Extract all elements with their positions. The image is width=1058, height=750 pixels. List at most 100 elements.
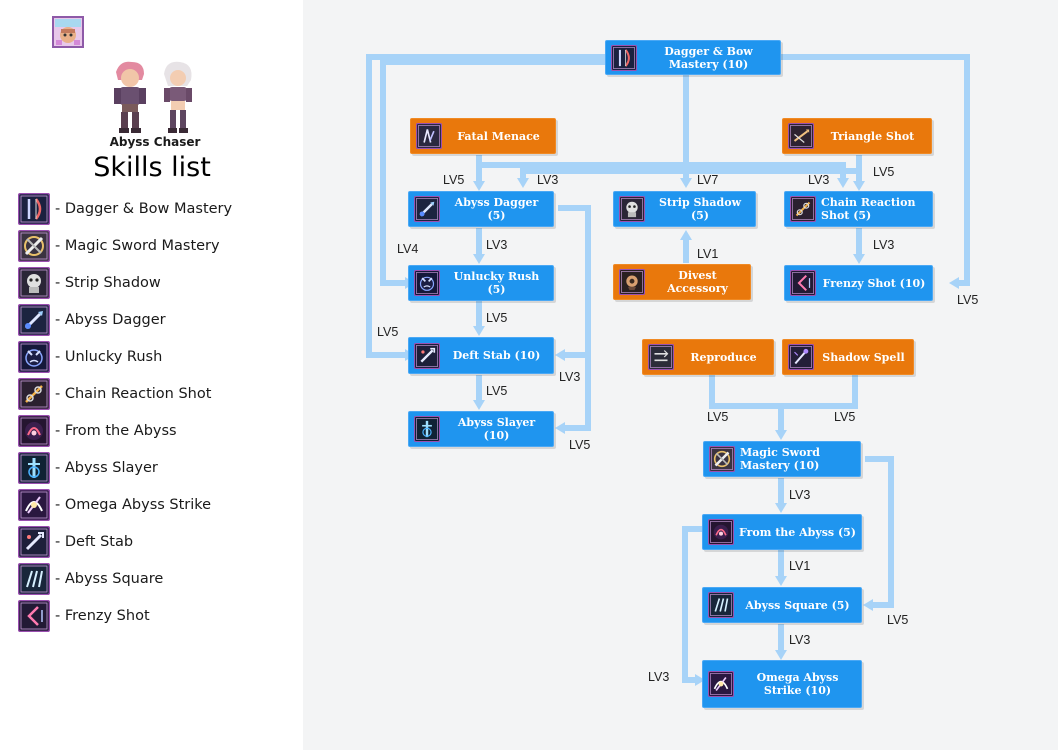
skill-node-shadow-spell[interactable]: Shadow Spell	[782, 339, 914, 375]
requirement-level-label: LV5	[569, 438, 591, 452]
connector-lines	[366, 54, 970, 686]
deft-stab-icon	[414, 342, 440, 369]
skill-list-item: - From the Abyss	[18, 412, 232, 449]
skill-node-omega-abyss-strike[interactable]: Omega Abyss Strike (10)	[702, 660, 862, 708]
from-the-abyss-icon	[18, 414, 50, 447]
skill-node-frenzy-shot[interactable]: Frenzy Shot (10)	[784, 265, 933, 301]
fatal-menace-icon	[416, 123, 442, 149]
abyss-slayer-icon	[414, 416, 440, 442]
skill-list-item: - Omega Abyss Strike	[18, 486, 232, 523]
skill-node-triangle-shot[interactable]: Triangle Shot	[782, 118, 932, 154]
skill-node-dagger-bow-mastery[interactable]: Dagger & Bow Mastery (10)	[605, 40, 781, 75]
requirement-level-label: LV5	[707, 410, 729, 424]
skill-list-item: - Chain Reaction Shot	[18, 375, 232, 412]
skill-node-abyss-slayer[interactable]: Abyss Slayer (10)	[408, 411, 554, 447]
divest-accessory-icon	[619, 269, 645, 295]
magic-sword-mastery-icon	[18, 229, 50, 262]
frenzy-shot-icon	[790, 270, 816, 296]
requirement-level-label: LV3	[486, 238, 508, 252]
connector-abyss-dagger-side-branch	[558, 205, 591, 431]
skill-list-label: - Abyss Dagger	[55, 311, 166, 328]
requirement-level-label: LV5	[377, 325, 399, 339]
skill-node-abyss-dagger[interactable]: Abyss Dagger (5)	[408, 191, 554, 227]
skills-list-panel: Abyss Chaser Skills list - Dagger & Bow …	[0, 0, 303, 750]
skill-list-label: - Dagger & Bow Mastery	[55, 200, 233, 217]
skill-list-label: - From the Abyss	[55, 422, 177, 439]
skill-node-label: Chain Reaction Shot (5)	[821, 196, 916, 222]
skills-list: - Dagger & Bow Mastery - Magic Sword Mast…	[18, 190, 232, 634]
requirement-level-label: LV3	[789, 488, 811, 502]
skill-node-label: From the Abyss (5)	[738, 525, 857, 539]
skill-list-item: - Unlucky Rush	[18, 338, 232, 375]
male-abyss-chaser-sprite	[106, 58, 154, 134]
requirement-level-label: LV3	[789, 633, 811, 647]
skill-node-strip-shadow[interactable]: Strip Shadow (5)	[613, 191, 756, 227]
requirement-level-label: LV3	[808, 173, 830, 187]
skill-list-item: - Dagger & Bow Mastery	[18, 190, 232, 227]
dagger-bow-mastery-icon	[611, 44, 637, 71]
requirement-level-label: LV5	[486, 311, 508, 325]
skill-node-label: Deft Stab (10)	[452, 349, 541, 362]
requirement-level-label: LV3	[873, 238, 895, 252]
skill-node-chain-reaction-shot[interactable]: Chain Reaction Shot (5)	[784, 191, 933, 227]
connector-mastery-to-frenzy-shot	[781, 54, 970, 286]
skill-list-label: - Strip Shadow	[55, 274, 161, 291]
skill-list-label: - Magic Sword Mastery	[55, 237, 220, 254]
requirement-level-label: LV1	[789, 559, 811, 573]
dagger-bow-mastery-icon	[18, 192, 50, 225]
connector-shadow-spell-to-magic-sword	[781, 375, 858, 409]
skill-node-unlucky-rush[interactable]: Unlucky Rush (5)	[408, 265, 554, 301]
skill-node-label: Unlucky Rush (5)	[453, 270, 540, 296]
abyss-square-icon	[18, 562, 50, 595]
arrowheads	[405, 178, 959, 686]
requirement-level-label: LV3	[559, 370, 581, 384]
connector-from-abyss-to-omega	[682, 526, 703, 683]
skill-list-label: - Unlucky Rush	[55, 348, 163, 365]
skill-list-item: - Abyss Square	[18, 560, 232, 597]
omega-abyss-strike-icon	[18, 488, 50, 521]
female-abyss-chaser-sprite	[154, 58, 202, 134]
abyss-dagger-icon	[18, 303, 50, 336]
unlucky-rush-icon	[414, 270, 440, 296]
skill-node-fatal-menace[interactable]: Fatal Menace	[410, 118, 556, 154]
class-badge-icon	[52, 16, 84, 48]
requirement-level-label: LV3	[648, 670, 670, 684]
requirement-level-label: LV3	[537, 173, 559, 187]
skill-node-label: Strip Shadow (5)	[658, 196, 742, 222]
skill-node-label: Abyss Square (5)	[745, 598, 850, 612]
skill-list-label: - Omega Abyss Strike	[55, 496, 212, 513]
strip-shadow-icon	[619, 196, 645, 222]
skill-node-divest-accessory[interactable]: Divest Accessory	[613, 264, 751, 300]
skill-node-label: Shadow Spell	[822, 350, 905, 364]
skill-list-item: - Deft Stab	[18, 523, 232, 560]
skill-node-from-the-abyss[interactable]: From the Abyss (5)	[702, 514, 862, 550]
skill-list-item: - Magic Sword Mastery	[18, 227, 232, 264]
skill-list-item: - Strip Shadow	[18, 264, 232, 301]
skill-node-reproduce[interactable]: Reproduce	[642, 339, 774, 375]
skill-list-label: - Abyss Square	[55, 570, 164, 587]
connector-mastery-to-deft-stab	[366, 54, 605, 358]
abyss-slayer-icon	[18, 451, 50, 484]
requirement-level-label: LV4	[397, 242, 419, 256]
unlucky-rush-icon	[18, 340, 50, 373]
skill-node-label: Omega Abyss Strike (10)	[756, 671, 839, 697]
connector-magic-sword-to-abyss-square	[865, 456, 894, 608]
skill-list-item: - Abyss Slayer	[18, 449, 232, 486]
skill-node-label: Abyss Slayer (10)	[457, 416, 536, 442]
magic-sword-mastery-icon	[709, 446, 735, 472]
skills-list-title: Skills list	[93, 152, 211, 183]
from-the-abyss-icon	[708, 519, 734, 545]
skill-node-magic-sword-mastery[interactable]: Magic Sword Mastery (10)	[703, 441, 861, 477]
deft-stab-icon	[18, 525, 50, 558]
chain-reaction-shot-icon	[790, 196, 816, 222]
skill-node-deft-stab[interactable]: Deft Stab (10)	[408, 337, 554, 374]
skill-node-abyss-square[interactable]: Abyss Square (5)	[702, 587, 862, 623]
requirement-level-label: LV5	[887, 613, 909, 627]
skill-node-label: Abyss Dagger (5)	[454, 196, 539, 222]
skill-list-item: - Abyss Dagger	[18, 301, 232, 338]
skill-node-label: Fatal Menace	[457, 129, 540, 143]
skill-node-label: Triangle Shot	[830, 129, 915, 143]
skill-list-label: - Deft Stab	[55, 533, 134, 550]
connector-mastery-to-unlucky-rush	[380, 59, 605, 286]
frenzy-shot-icon	[18, 599, 50, 632]
